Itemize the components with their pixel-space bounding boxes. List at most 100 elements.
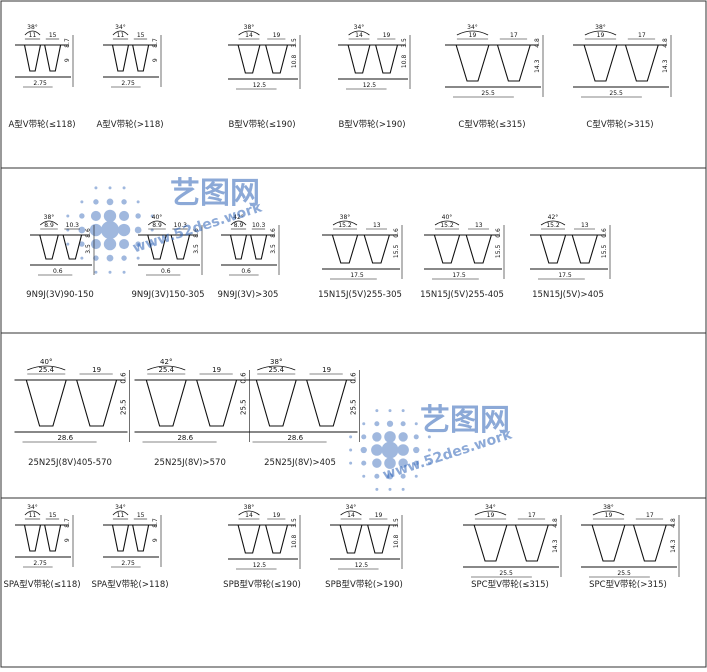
groove [44, 44, 62, 72]
dimension-value: 2.75 [121, 560, 135, 567]
watermark-dot [136, 200, 140, 204]
dimension-value: 8.7 [152, 518, 159, 528]
dimension-value: 15 [49, 32, 57, 39]
groove-angle-label: 34° [485, 504, 496, 511]
groove-angle-label: 34° [115, 504, 126, 511]
groove-angle-label: 38° [44, 214, 55, 221]
groove-angle-label: 38° [340, 214, 351, 221]
dimension-value: 19 [212, 366, 221, 374]
watermark-dot [135, 213, 141, 219]
dimension-value: 10.8 [393, 535, 400, 549]
watermark-dot [121, 199, 127, 205]
dimension-value: 9 [64, 538, 71, 542]
groove [473, 524, 508, 562]
profile-caption: 9N9J(3V)90-150 [26, 290, 94, 300]
groove [591, 524, 626, 562]
dimension-value: 19 [273, 512, 281, 519]
groove [465, 234, 492, 264]
watermark-dot [361, 434, 367, 440]
dimension-value: 14.3 [534, 59, 541, 73]
watermark-dot [413, 434, 419, 440]
dimension-value: 19 [605, 512, 613, 519]
groove [44, 524, 62, 552]
dimension-value: 8.6 [270, 228, 277, 238]
angle-arc [112, 510, 129, 516]
groove [347, 44, 371, 74]
dimension-value: 2.75 [121, 80, 135, 87]
groove [229, 234, 248, 260]
groove [455, 44, 490, 82]
groove [196, 379, 238, 427]
dimension-value: 3.5 [85, 244, 92, 254]
angle-arc [147, 365, 186, 371]
watermark-dot [372, 458, 382, 468]
dimension-value: 11 [29, 32, 37, 39]
watermark-brand: 艺图网 [420, 403, 510, 438]
watermark-dot [150, 214, 154, 218]
profile-caption: C型V带轮(≤315) [458, 120, 526, 130]
dimension-value: 10.3 [252, 222, 266, 229]
dimension-value: 3.5 [401, 38, 408, 48]
dimension-value: 15.5 [495, 245, 502, 259]
groove-angle-label: 38° [270, 358, 282, 366]
watermark-dot [134, 226, 142, 234]
dimension-value: 25.4 [158, 366, 174, 374]
groove [132, 524, 150, 552]
dimension-value: 8.9 [152, 222, 162, 229]
watermark-1: 艺图网 www.52des.work [131, 168, 264, 256]
groove [571, 234, 598, 264]
groove [514, 524, 549, 562]
dimension-value: 8.9 [44, 222, 54, 229]
profile-caption: A型V带轮(≤118) [8, 120, 76, 130]
dimension-value: 0.6 [240, 372, 248, 384]
dimension-value: 25.5 [350, 399, 358, 415]
watermark-dot [94, 186, 98, 190]
dimension-value: 12.5 [253, 562, 267, 569]
watermark-dot [384, 457, 396, 469]
groove-angle-label: 42° [160, 358, 172, 366]
profile-caption: SPC型V带轮(>315) [589, 580, 667, 590]
groove-angle-label: 38° [603, 504, 614, 511]
dimension-value: 15.5 [393, 245, 400, 259]
watermark-dot [374, 473, 380, 479]
dimension-value: 14 [245, 512, 253, 519]
dimension-value: 8.7 [64, 38, 71, 48]
dimension-value: 14.3 [552, 539, 559, 553]
dimension-value: 15.2 [338, 222, 352, 229]
dimension-value: 12.5 [355, 562, 369, 569]
profile-caption: SPA型V带轮(>118) [91, 580, 169, 590]
watermark-dot [386, 420, 394, 427]
watermark-dot [360, 446, 367, 454]
dimension-value: 14 [347, 512, 355, 519]
profile-caption: SPB型V带轮(>190) [325, 580, 403, 590]
groove [255, 379, 297, 427]
watermark-dot [362, 422, 366, 426]
groove [363, 234, 390, 264]
watermark-dot [361, 460, 367, 466]
dimension-value: 17.5 [558, 272, 572, 279]
groove [237, 44, 261, 74]
dimension-value: 15 [137, 512, 145, 519]
groove [375, 44, 399, 74]
dimension-value: 0.6 [350, 372, 358, 384]
watermark-dot [80, 256, 84, 260]
profile-caption: 25N25J(8V)405-570 [28, 458, 112, 468]
angle-arc [592, 510, 625, 516]
profile-caption: 9N9J(3V)150-305 [131, 290, 205, 300]
angle-arc [238, 510, 260, 516]
dimension-value: 9 [152, 58, 159, 62]
profile-caption: SPB型V带轮(≤190) [223, 580, 301, 590]
dimension-value: 2.75 [33, 560, 47, 567]
dimension-value: 0.6 [393, 228, 400, 238]
watermark-dot [135, 241, 141, 247]
